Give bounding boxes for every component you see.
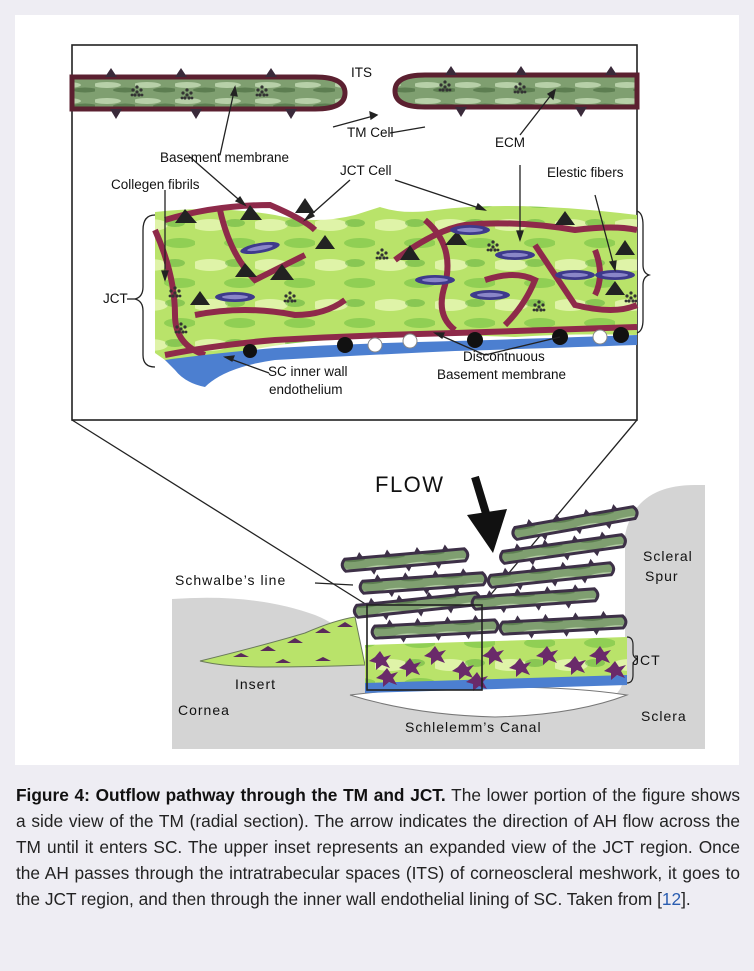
- label-disc-bm-2: Basement membrane: [437, 367, 567, 382]
- label-jct-inset: JCT: [103, 291, 128, 306]
- inset-leaders: [127, 85, 617, 374]
- flow-arrow: [467, 475, 507, 553]
- label-its: ITS: [351, 65, 373, 80]
- label-cornea: Cornea: [178, 702, 230, 718]
- label-tm-cell: TM Cell: [347, 125, 394, 140]
- label-schwalbe-line: Schwalbe’s line: [175, 572, 287, 588]
- caption-reference-link[interactable]: 12: [661, 889, 682, 909]
- label-elastic-fibers: Elestic fibers: [547, 165, 624, 180]
- label-schlemms-canal: Schlelemm’s Canal: [405, 719, 542, 735]
- diagram-graphic: [69, 44, 705, 749]
- label-flow: FLOW: [375, 472, 445, 497]
- figure-caption: Figure 4: Outflow pathway through the TM…: [16, 782, 740, 912]
- label-sc-inner-wall: SC inner wall: [268, 364, 348, 379]
- side-view: [172, 485, 705, 749]
- label-jct-cell: JCT Cell: [340, 163, 392, 178]
- label-disc-bm-1: Discontnuous: [463, 349, 545, 364]
- label-sc-endothelium: endothelium: [269, 382, 343, 397]
- caption-end: ].: [681, 889, 691, 909]
- caption-body: The lower portion of the figure shows a …: [16, 785, 741, 909]
- label-spur: Spur: [645, 568, 679, 584]
- tm-beam-right: [392, 66, 640, 117]
- label-insert: Insert: [235, 676, 277, 692]
- label-scleral: Scleral: [643, 548, 693, 564]
- label-jct-lower: JCT: [632, 652, 661, 668]
- label-basement-membrane: Basement membrane: [160, 150, 290, 165]
- figure-panel: ITS TM Cell ECM Basement membrane JCT Ce…: [15, 15, 739, 765]
- caption-title: Figure 4: Outflow pathway through the TM…: [16, 785, 446, 805]
- label-sclera: Sclera: [641, 708, 687, 724]
- jct-region: [152, 198, 639, 387]
- label-collagen-fibrils: Collegen fibrils: [111, 177, 200, 192]
- label-ecm: ECM: [495, 135, 525, 150]
- tm-beam-left: [69, 68, 348, 119]
